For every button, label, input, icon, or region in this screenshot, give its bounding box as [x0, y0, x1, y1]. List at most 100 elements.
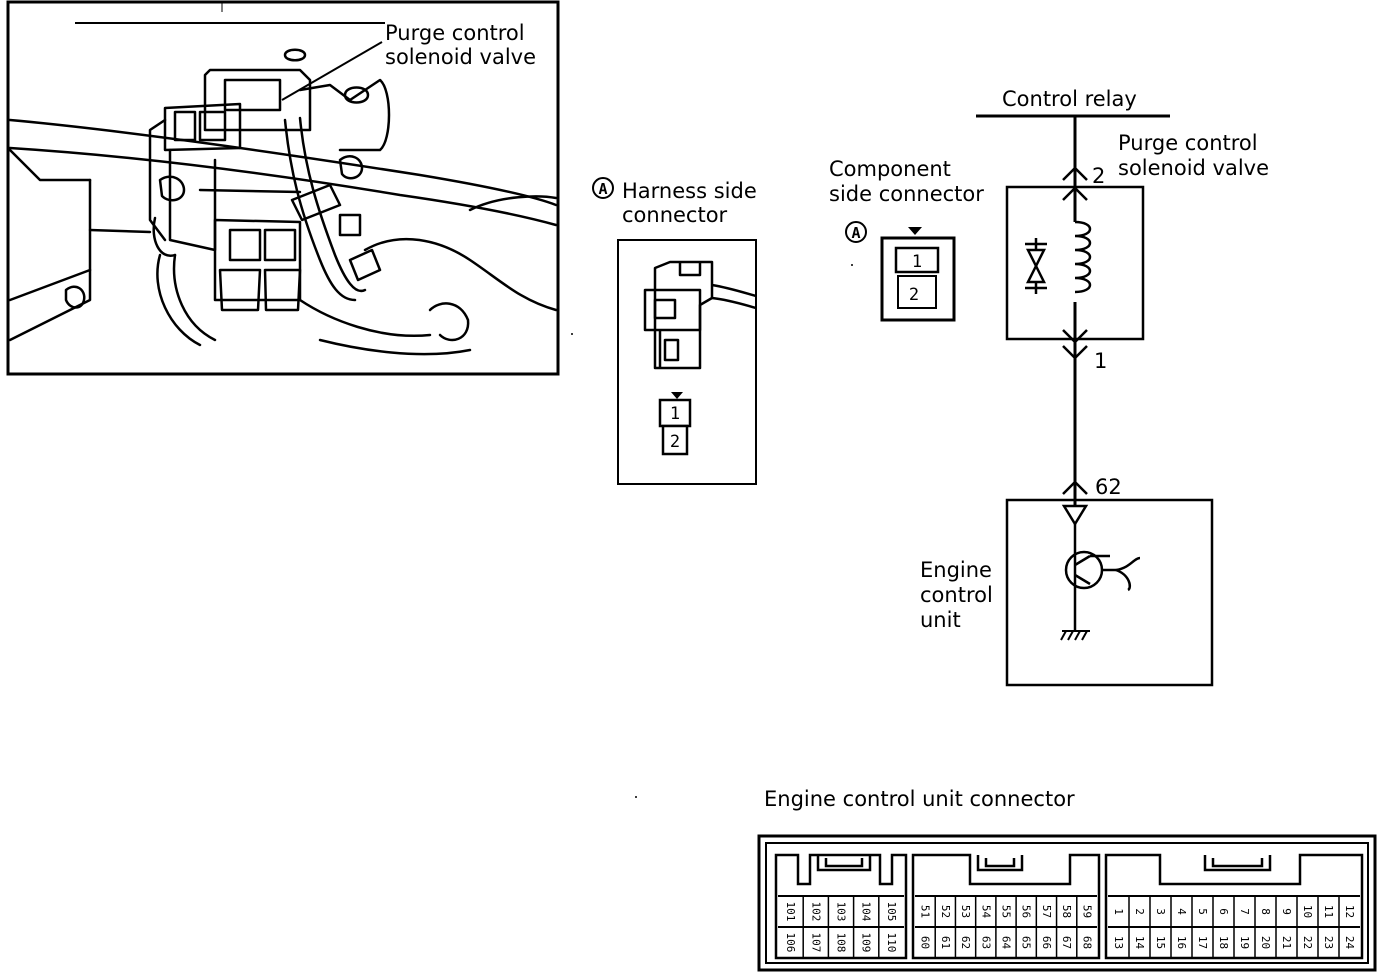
component-pin-arrow-icon	[908, 227, 922, 235]
ecu-pin-right-bottom-14: 14	[1133, 936, 1146, 950]
valve-symbol-icon	[1025, 238, 1047, 294]
ecu-pin-right-bottom-23: 23	[1322, 936, 1335, 949]
ecu-pin-right-top-10: 10	[1301, 905, 1314, 918]
transistor-icon	[1064, 550, 1141, 592]
ecu-pin-left-top-105: 105	[885, 902, 898, 922]
svg-text:A: A	[851, 224, 860, 242]
ecu-pin-mid-top-51: 51	[919, 905, 932, 918]
component-pin2: 2	[909, 285, 919, 305]
photo-label-line2: solenoid valve	[385, 45, 536, 69]
harness-marker: A	[592, 177, 614, 199]
ecu-pin-right-top-1: 1	[1112, 908, 1125, 915]
ecu-pin-right-top-8: 8	[1259, 908, 1272, 915]
ecu-pin-right-top-3: 3	[1154, 908, 1167, 915]
ecu-pin-right-top-5: 5	[1196, 908, 1209, 915]
photo-label-line1: Purge control	[385, 21, 525, 45]
ecu-input-arrow-icon	[1061, 504, 1089, 527]
ecu-pin-right-bottom-15: 15	[1154, 936, 1167, 949]
ground-icon	[1060, 630, 1090, 641]
ecu-pin-mid-top-58: 58	[1060, 905, 1073, 918]
harness-label-line1: Harness side	[622, 179, 757, 203]
ecu-label-line2: control	[920, 583, 993, 607]
ecu-pin-mid-bottom-65: 65	[1020, 936, 1033, 949]
coil-icon	[1074, 220, 1092, 294]
ecu-pin-right-top-12: 12	[1343, 905, 1356, 918]
ecu-pin-mid-top-55: 55	[1000, 905, 1013, 918]
ecu-pin-left-bottom-107: 107	[809, 933, 822, 953]
ecu-label-line1: Engine	[920, 558, 992, 582]
harness-pin-arrow-icon	[671, 392, 683, 399]
ecu-pin-right-top-2: 2	[1133, 908, 1146, 915]
component-pin1-cell	[894, 246, 940, 274]
ecu-pin-mid-bottom-61: 61	[939, 936, 952, 949]
terminal-ecu: 62	[1095, 475, 1122, 499]
ecu-pin-mid-top-56: 56	[1020, 905, 1033, 918]
ecu-pin-left-top-104: 104	[860, 902, 873, 922]
component-label-line1: Component	[829, 157, 951, 181]
ecu-pin-mid-bottom-67: 67	[1060, 936, 1073, 949]
ecu-pin-right-top-6: 6	[1217, 908, 1230, 915]
component-pin2-cell	[897, 275, 937, 309]
relay-label: Control relay	[1002, 87, 1137, 111]
ecu-label-line3: unit	[920, 608, 961, 632]
ecu-pin-mid-bottom-64: 64	[1000, 936, 1013, 950]
ecu-pin-mid-top-52: 52	[939, 905, 952, 918]
valve-label-line1: Purge control	[1118, 131, 1258, 155]
ecu-pin-right-bottom-17: 17	[1196, 936, 1209, 949]
ecu-pin-left-bottom-106: 106	[784, 933, 797, 953]
ecu-pin-left-top-101: 101	[784, 902, 797, 922]
terminal-1-chevron-icon	[1062, 329, 1088, 344]
ecu-connector-outer	[757, 834, 1377, 972]
ecu-pin-left-bottom-110: 110	[885, 933, 898, 953]
ecu-pin-mid-bottom-60: 60	[919, 936, 932, 949]
ecu-pin-right-bottom-22: 22	[1301, 936, 1314, 949]
ecu-pin-right-top-9: 9	[1280, 908, 1293, 915]
component-connector-group: Component side connector A 1 2	[829, 157, 984, 322]
photo-panel: Purge control solenoid valve	[6, 0, 560, 376]
harness-pin1: 1	[670, 404, 680, 424]
valve-label-line2: solenoid valve	[1118, 156, 1269, 180]
component-marker: A	[845, 221, 867, 243]
ecu-connector-title: Engine control unit connector	[764, 787, 1075, 811]
terminal-top: 2	[1092, 164, 1105, 188]
harness-pin2: 2	[670, 432, 680, 452]
ecu-pin-right-top-7: 7	[1238, 908, 1251, 915]
ecu-pin-right-top-11: 11	[1322, 905, 1335, 918]
ecu-pin-mid-top-54: 54	[979, 905, 992, 919]
ecu-pin-right-bottom-24: 24	[1343, 936, 1356, 950]
svg-text:A: A	[598, 180, 607, 198]
ecu-pin-mid-top-53: 53	[959, 905, 972, 918]
ecu-section-left	[774, 853, 908, 960]
ecu-pin-mid-bottom-63: 63	[979, 936, 992, 949]
ecu-pin-right-bottom-20: 20	[1259, 936, 1272, 949]
ecu-pin-right-bottom-16: 16	[1175, 936, 1188, 949]
ecu-pin-left-top-103: 103	[835, 902, 848, 922]
ecu-pin-right-top-4: 4	[1175, 908, 1188, 915]
component-label-line2: side connector	[829, 182, 984, 206]
ecu-pin-right-bottom-13: 13	[1112, 936, 1125, 949]
ecu-pin-left-bottom-109: 109	[860, 933, 873, 953]
ecu-pin-right-bottom-21: 21	[1280, 936, 1293, 949]
ecu-pin-right-bottom-18: 18	[1217, 936, 1230, 949]
ecu-pin-mid-bottom-66: 66	[1040, 936, 1053, 949]
harness-label-line2: connector	[622, 203, 728, 227]
harness-connector-sketch	[643, 260, 757, 370]
ecu-pin-right-bottom-19: 19	[1238, 936, 1251, 949]
harness-pin2-cell	[661, 424, 689, 456]
harness-pin1-cell	[658, 398, 692, 428]
ecu-box	[1005, 498, 1214, 687]
ecu-pin-left-top-102: 102	[809, 902, 822, 922]
ecu-pin-mid-bottom-62: 62	[959, 936, 972, 949]
terminal-2-chevron-icon	[1062, 166, 1088, 181]
ecu-pin-left-bottom-108: 108	[835, 933, 848, 953]
harness-connector-group: A Harness side connector 1 2	[592, 177, 757, 485]
ecu-pin-mid-top-57: 57	[1040, 905, 1053, 918]
terminal-62-chevron-icon	[1062, 480, 1088, 495]
ecu-pin-mid-top-59: 59	[1080, 905, 1093, 918]
component-pin1: 1	[912, 252, 922, 272]
ecu-left-pins: 101 102 103 104 105 106 107 108 109 110	[778, 895, 904, 958]
